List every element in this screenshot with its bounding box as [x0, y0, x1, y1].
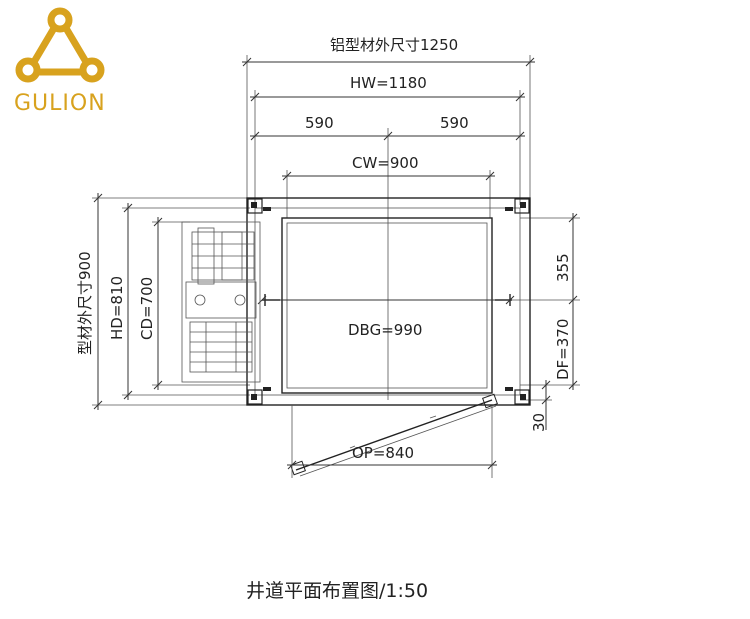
corner-posts [247, 198, 530, 405]
triangle-rings-icon [15, 7, 105, 83]
half-left-label: 590 [305, 114, 334, 132]
left-dimensions: 型材外尺寸900 HD=810 CD=700 [76, 193, 250, 410]
hd-label: HD=810 [108, 276, 126, 340]
machine-assembly [181, 221, 261, 383]
op-label: OP=840 [352, 444, 414, 462]
cw-label: CW=900 [352, 154, 419, 172]
top-dimensions: 铝型材外尺寸1250 HW=1180 590 590 CW=900 [242, 36, 535, 400]
profile-outer-width-label: 铝型材外尺寸1250 [330, 36, 458, 54]
top-offset-label: 355 [554, 253, 572, 282]
hw-label: HW=1180 [350, 74, 427, 92]
dbg-label: DBG=990 [348, 321, 422, 339]
gulion-logo: GULION [14, 7, 106, 116]
drawing-caption: 井道平面布置图/1:50 [246, 580, 428, 602]
swing-door [290, 393, 498, 477]
cd-label: CD=700 [138, 277, 156, 340]
right-dimensions: 355 DF=370 30 [510, 213, 580, 432]
gap-label: 30 [530, 413, 548, 432]
df-label: DF=370 [554, 319, 572, 380]
half-right-label: 590 [440, 114, 469, 132]
shaft-plan: DBG=990 [181, 197, 531, 478]
logo-text: GULION [14, 91, 106, 116]
profile-outer-depth-label: 型材外尺寸900 [76, 251, 94, 355]
